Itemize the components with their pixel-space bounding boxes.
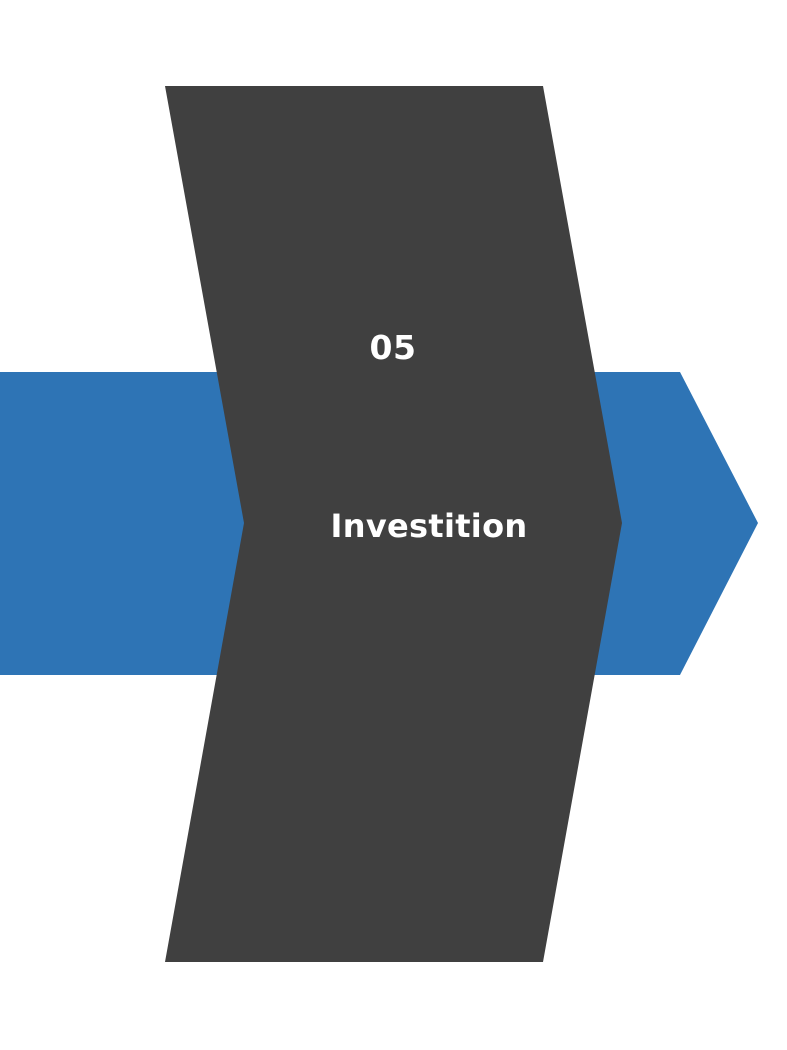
- dark-chevron-shape: [165, 86, 622, 962]
- step-number: 05: [369, 328, 417, 367]
- step-title: Investition: [330, 507, 528, 545]
